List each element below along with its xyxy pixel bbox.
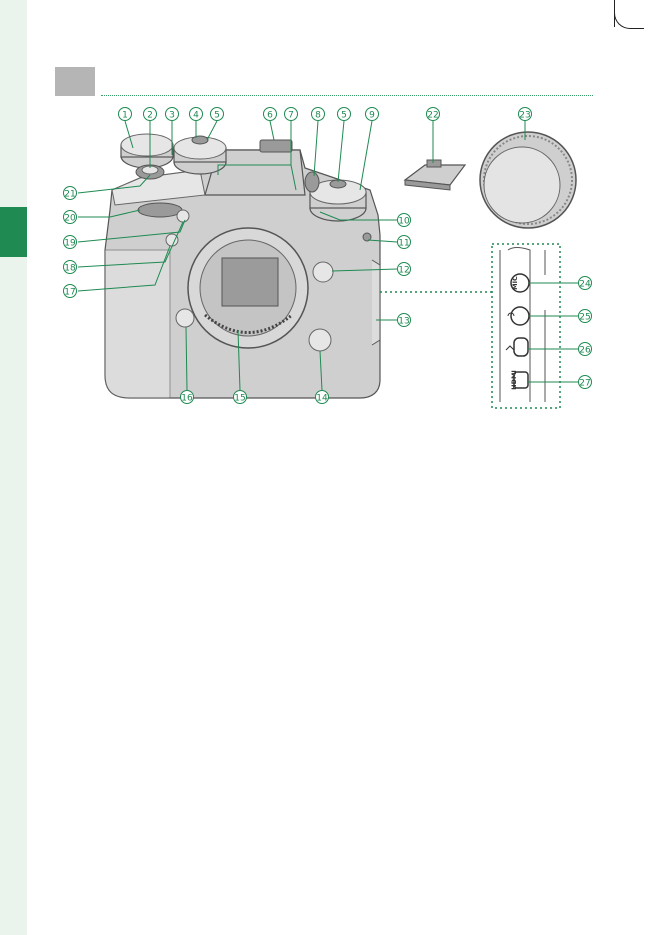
svg-text:18: 18 bbox=[64, 264, 76, 274]
svg-text:1: 1 bbox=[122, 111, 128, 121]
callout-10: 10 bbox=[398, 214, 411, 227]
svg-text:13: 13 bbox=[398, 317, 409, 327]
callout-6: 6 bbox=[264, 108, 277, 121]
svg-text:16: 16 bbox=[181, 394, 193, 404]
svg-text:7: 7 bbox=[288, 111, 294, 121]
svg-text:3: 3 bbox=[169, 111, 175, 121]
callout-2: 2 bbox=[144, 108, 157, 121]
callout-20: 20 bbox=[64, 211, 77, 224]
callout-11: 11 bbox=[398, 236, 411, 249]
svg-text:21: 21 bbox=[64, 190, 75, 200]
svg-text:22: 22 bbox=[427, 111, 438, 121]
svg-text:19: 19 bbox=[64, 239, 76, 249]
callout-4: 4 bbox=[190, 108, 203, 121]
callout-18: 18 bbox=[64, 261, 77, 274]
callout-21: 21 bbox=[64, 187, 77, 200]
callout-17: 17 bbox=[64, 285, 77, 298]
svg-text:9: 9 bbox=[369, 111, 375, 121]
callout-14: 14 bbox=[316, 391, 329, 404]
svg-text:26: 26 bbox=[579, 346, 591, 356]
callout-13: 13 bbox=[398, 314, 411, 327]
callout-26: 26 bbox=[579, 343, 592, 356]
callout-23: 23 bbox=[519, 108, 532, 121]
callout-9: 9 bbox=[366, 108, 379, 121]
svg-text:5: 5 bbox=[341, 111, 347, 121]
svg-text:10: 10 bbox=[398, 217, 410, 227]
callout-22: 22 bbox=[427, 108, 440, 121]
svg-text:8: 8 bbox=[315, 111, 321, 121]
callout-16: 16 bbox=[181, 391, 194, 404]
callout-5b: 5 bbox=[338, 108, 351, 121]
svg-text:12: 12 bbox=[398, 266, 409, 276]
callout-1: 1 bbox=[119, 108, 132, 121]
callout-15: 15 bbox=[234, 391, 247, 404]
mic-port-label: MIC bbox=[511, 276, 519, 290]
svg-text:25: 25 bbox=[579, 313, 590, 323]
svg-text:4: 4 bbox=[193, 111, 199, 121]
callout-12: 12 bbox=[398, 263, 411, 276]
callout-5: 5 bbox=[211, 108, 224, 121]
callout-3: 3 bbox=[166, 108, 179, 121]
svg-text:23: 23 bbox=[519, 111, 530, 121]
callout-24: 24 bbox=[579, 277, 592, 290]
callout-25: 25 bbox=[579, 310, 592, 323]
svg-text:2: 2 bbox=[147, 111, 153, 121]
ports-detail-panel: MIC HDMI bbox=[492, 244, 560, 408]
svg-text:20: 20 bbox=[64, 214, 76, 224]
hot-shoe-cover-illustration bbox=[405, 160, 465, 190]
callout-8: 8 bbox=[312, 108, 325, 121]
svg-text:11: 11 bbox=[398, 239, 409, 249]
callout-19: 19 bbox=[64, 236, 77, 249]
svg-text:24: 24 bbox=[579, 280, 591, 290]
callout-27: 27 bbox=[579, 376, 592, 389]
svg-text:14: 14 bbox=[316, 394, 328, 404]
body-cap-illustration bbox=[480, 132, 576, 228]
callout-7: 7 bbox=[285, 108, 298, 121]
svg-text:27: 27 bbox=[579, 379, 590, 389]
svg-text:5: 5 bbox=[214, 111, 220, 121]
svg-text:15: 15 bbox=[234, 394, 245, 404]
hdmi-port-label: HDMI bbox=[510, 370, 518, 390]
svg-text:6: 6 bbox=[267, 111, 273, 121]
svg-text:17: 17 bbox=[64, 288, 75, 298]
